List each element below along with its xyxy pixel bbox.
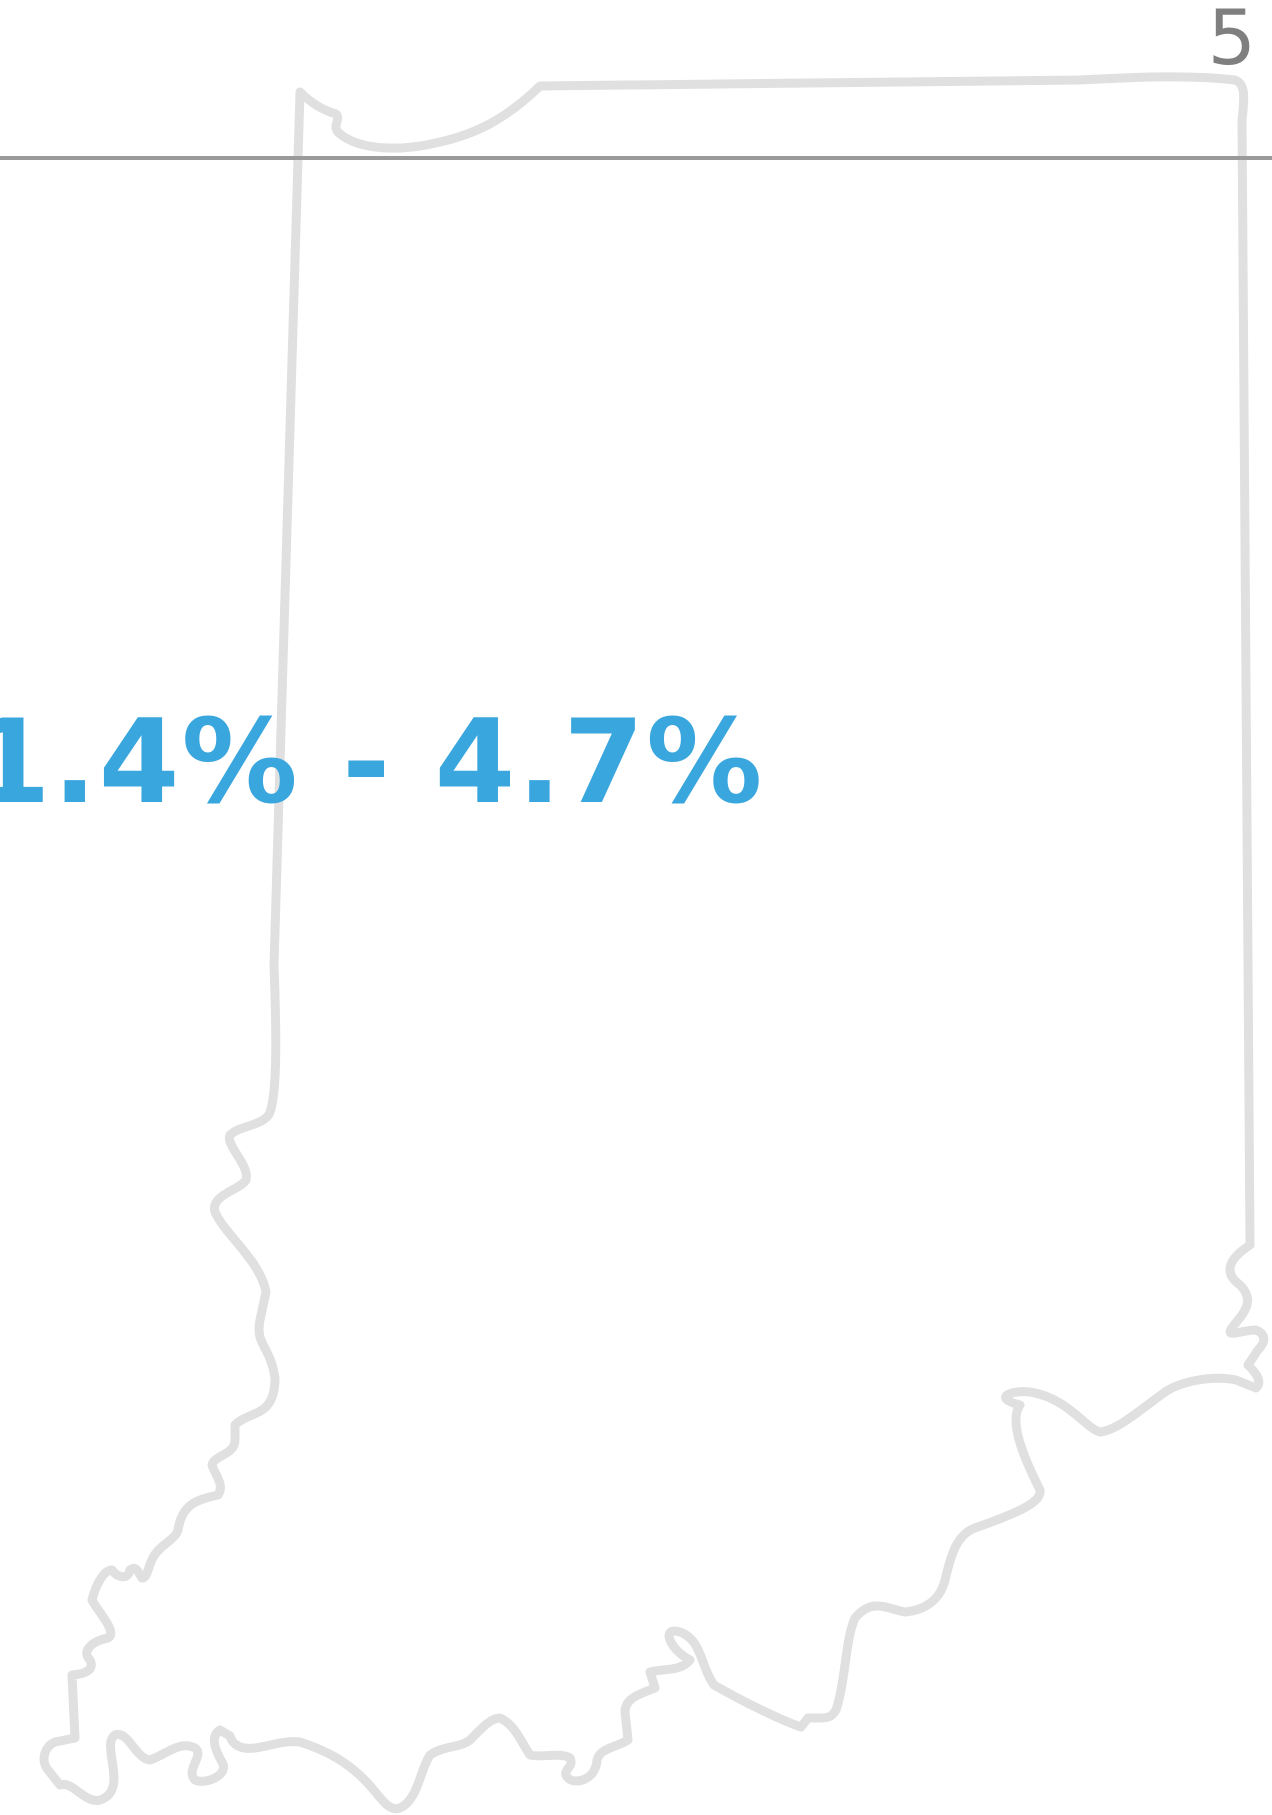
range-value-text: 1.4% - 4.7% — [0, 695, 765, 830]
page-number: 5 — [1207, 0, 1256, 82]
header-divider — [0, 156, 1272, 160]
